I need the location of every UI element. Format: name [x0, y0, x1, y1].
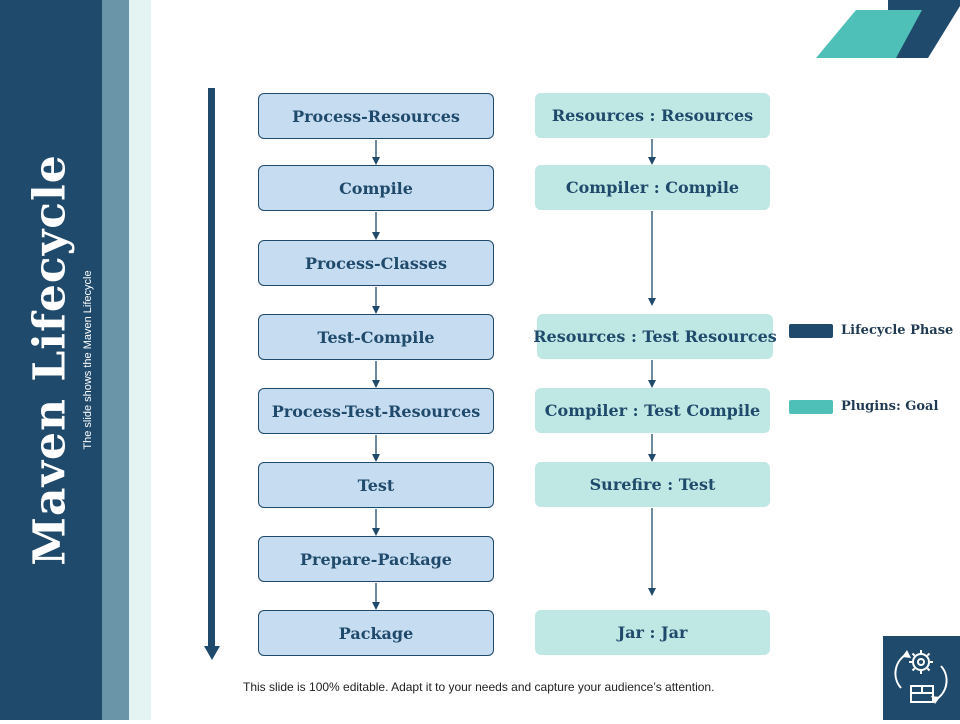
timeline-arrow	[204, 88, 220, 660]
phase-process-test-resources: Process-Test-Resources	[258, 388, 494, 434]
plugin-jar-jar: Jar : Jar	[535, 610, 770, 655]
parallelogram-decoration-icon	[816, 0, 960, 58]
title-container: Maven Lifecycle	[25, 154, 76, 566]
phase-test-compile: Test-Compile	[258, 314, 494, 360]
footer-note: This slide is 100% editable. Adapt it to…	[243, 680, 715, 694]
slide-subtitle: The slide shows the Maven Lifecycle	[82, 270, 94, 450]
legend-swatch-plugins-goal	[789, 400, 833, 414]
slide-title: Maven Lifecycle	[24, 154, 76, 566]
phase-test: Test	[258, 462, 494, 508]
subtitle-container: The slide shows the Maven Lifecycle	[82, 270, 94, 449]
plugin-surefire-test: Surefire : Test	[535, 462, 770, 507]
plugin-compiler-test-compile: Compiler : Test Compile	[535, 388, 770, 433]
phase-prepare-package: Prepare-Package	[258, 536, 494, 582]
legend-label-plugins-goal: Plugins: Goal	[841, 399, 939, 414]
phase-compile: Compile	[258, 165, 494, 211]
legend-label-lifecycle-phase: Lifecycle Phase	[841, 323, 954, 338]
left-band-light	[129, 0, 151, 720]
phase-process-resources: Process-Resources	[258, 93, 494, 139]
plugin-resources-resources: Resources : Resources	[535, 93, 770, 138]
phase-package: Package	[258, 610, 494, 656]
gear-cycle-package-icon	[894, 650, 948, 704]
legend-swatch-lifecycle-phase	[789, 324, 833, 338]
left-band-mid	[102, 0, 129, 720]
phase-process-classes: Process-Classes	[258, 240, 494, 286]
gear-cycle-package-icon-container	[883, 636, 960, 720]
plugin-resources-test-resources: Resources : Test Resources	[533, 314, 777, 359]
plugin-compiler-compile: Compiler : Compile	[535, 165, 770, 210]
left-band-dark	[0, 0, 102, 720]
